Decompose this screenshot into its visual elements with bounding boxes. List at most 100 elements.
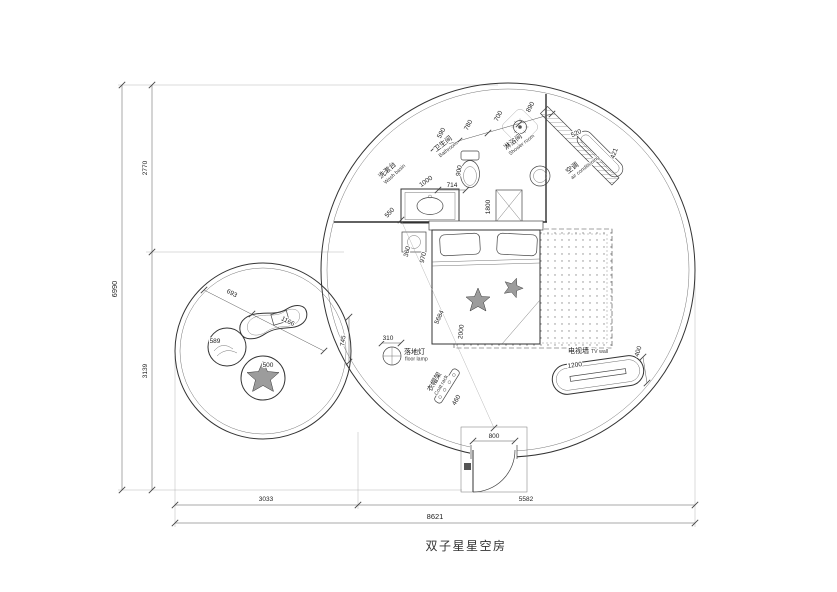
basin-bowl [416,197,444,215]
dim-left-total: 6990 [110,281,119,298]
table-inner [247,308,300,336]
rack-hook-4 [452,373,456,377]
bed-cushion-star-2 [503,277,524,299]
dim-top-2: 780 [463,119,474,132]
dim-rack-len: 460 [451,393,463,406]
drawing-title: 双子星星空房 [425,538,506,553]
blanket-edge [431,258,541,263]
tv-wall-unit [551,355,645,395]
bed [428,220,544,345]
pouf-star-cushion [246,360,280,393]
dim-bottom-right: 5582 [519,496,534,503]
dim-bottom-left: 3033 [259,496,274,503]
toilet-tank [460,150,480,161]
bed-pillow-right [496,232,538,257]
blanket-fold [501,299,541,345]
pouf-large [240,355,286,401]
dim-bed-gap: 360 [403,245,413,258]
wash-basin-counter [400,188,460,224]
dim-door-w: 800 [489,433,500,440]
toilet-bowl-inner [463,166,477,186]
dim-bed-len: 2000 [457,324,466,339]
tv-stand-inner [556,359,640,391]
counter-outline [400,188,460,224]
dim-tv-depth: 400 [634,345,644,358]
dim-pouf-large: 500 [263,362,274,369]
dim-bath-depth: 1800 [485,199,492,214]
rack-hook-3 [447,380,452,384]
label-coat-rack: 衣帽架 Coat rack [424,369,451,397]
dim-bed-side: 970 [419,251,429,264]
pouf-small-texture [213,345,238,357]
dim-toilet-w: 714 [447,182,458,189]
bean-table [239,305,308,340]
stool-inner [533,169,547,183]
dim-tv-len: 1200 [567,361,583,370]
label-shower: 淋浴间 Shower room [501,131,537,158]
fixtures [207,109,645,493]
dimline-small-chain [203,289,325,352]
tv-wall-label-en: TV wall [591,349,608,355]
pouf-small-outline [207,327,247,367]
shower-head-spokes [511,118,529,136]
shower-unit [502,109,538,145]
lamp-cross [383,347,401,365]
pillow-shape [439,232,481,257]
nightstand [401,231,427,253]
bathroom-cabinet [495,189,523,223]
door-handle [464,463,471,470]
floor-lamp [382,346,402,366]
dim-lamp-dia: 310 [383,335,394,342]
toilet-bowl [460,160,480,188]
partition-band [539,105,620,186]
table-outline [239,305,308,340]
counter-inner [404,192,456,220]
dim-tick [490,424,498,432]
entry-door [460,426,528,493]
bed-pillow-left [439,232,481,257]
dim-toilet-h: 900 [455,164,464,176]
dim-passage: 745 [339,335,347,347]
dim-top-4: 890 [525,101,536,114]
small-room-inner-wall [179,267,347,435]
dim-left-upper: 2770 [142,160,149,175]
shell-walls [174,82,696,459]
table-inner-outline [247,308,300,336]
dimensions: 6990 2770 3139 3033 5582 8621 590 780 70… [109,81,699,527]
bed-cushion-star-1 [465,287,491,312]
basin-faucet [428,194,432,199]
bathroom-stool [529,165,551,187]
blanket-edge-2 [431,262,541,267]
cushion-shape [503,277,524,299]
extension-lines [118,84,696,527]
label-wash-basin: 洗漱台 Wash basin [375,159,408,187]
ac-body [576,130,624,178]
coat-rack [434,368,460,404]
stool-outer [529,165,551,187]
rack-bar [434,368,460,404]
shower-enclosure [502,109,538,145]
dim-tick [320,347,328,355]
bed-headboard [428,220,544,231]
dim-band-off: 421 [609,147,619,160]
dimline-top-chain [433,113,553,149]
rack-hook-2 [442,388,447,392]
dim-top-3: 700 [493,110,504,123]
dimline-diagonal [400,219,495,429]
label-floor-lamp: 落地灯 floor lamp [403,346,429,363]
entry-porch [460,426,528,493]
dimline-tv-depth [642,356,648,384]
hatched-partition-wall [539,105,620,186]
door-swing-arc [472,449,516,493]
dim-left-lower: 3139 [142,363,149,378]
label-tv-wall: 电视墙 TV wall [567,345,609,356]
table-tray [270,309,290,326]
shower-tray [502,109,538,145]
toilet [460,150,480,188]
cabinet-diagonal-2 [495,189,523,223]
dim-basin-side: 550 [384,206,397,219]
floor-lamp-label-en: floor lamp [405,357,428,363]
pouf-large-outline [240,355,286,401]
shower-head-center [518,125,522,129]
